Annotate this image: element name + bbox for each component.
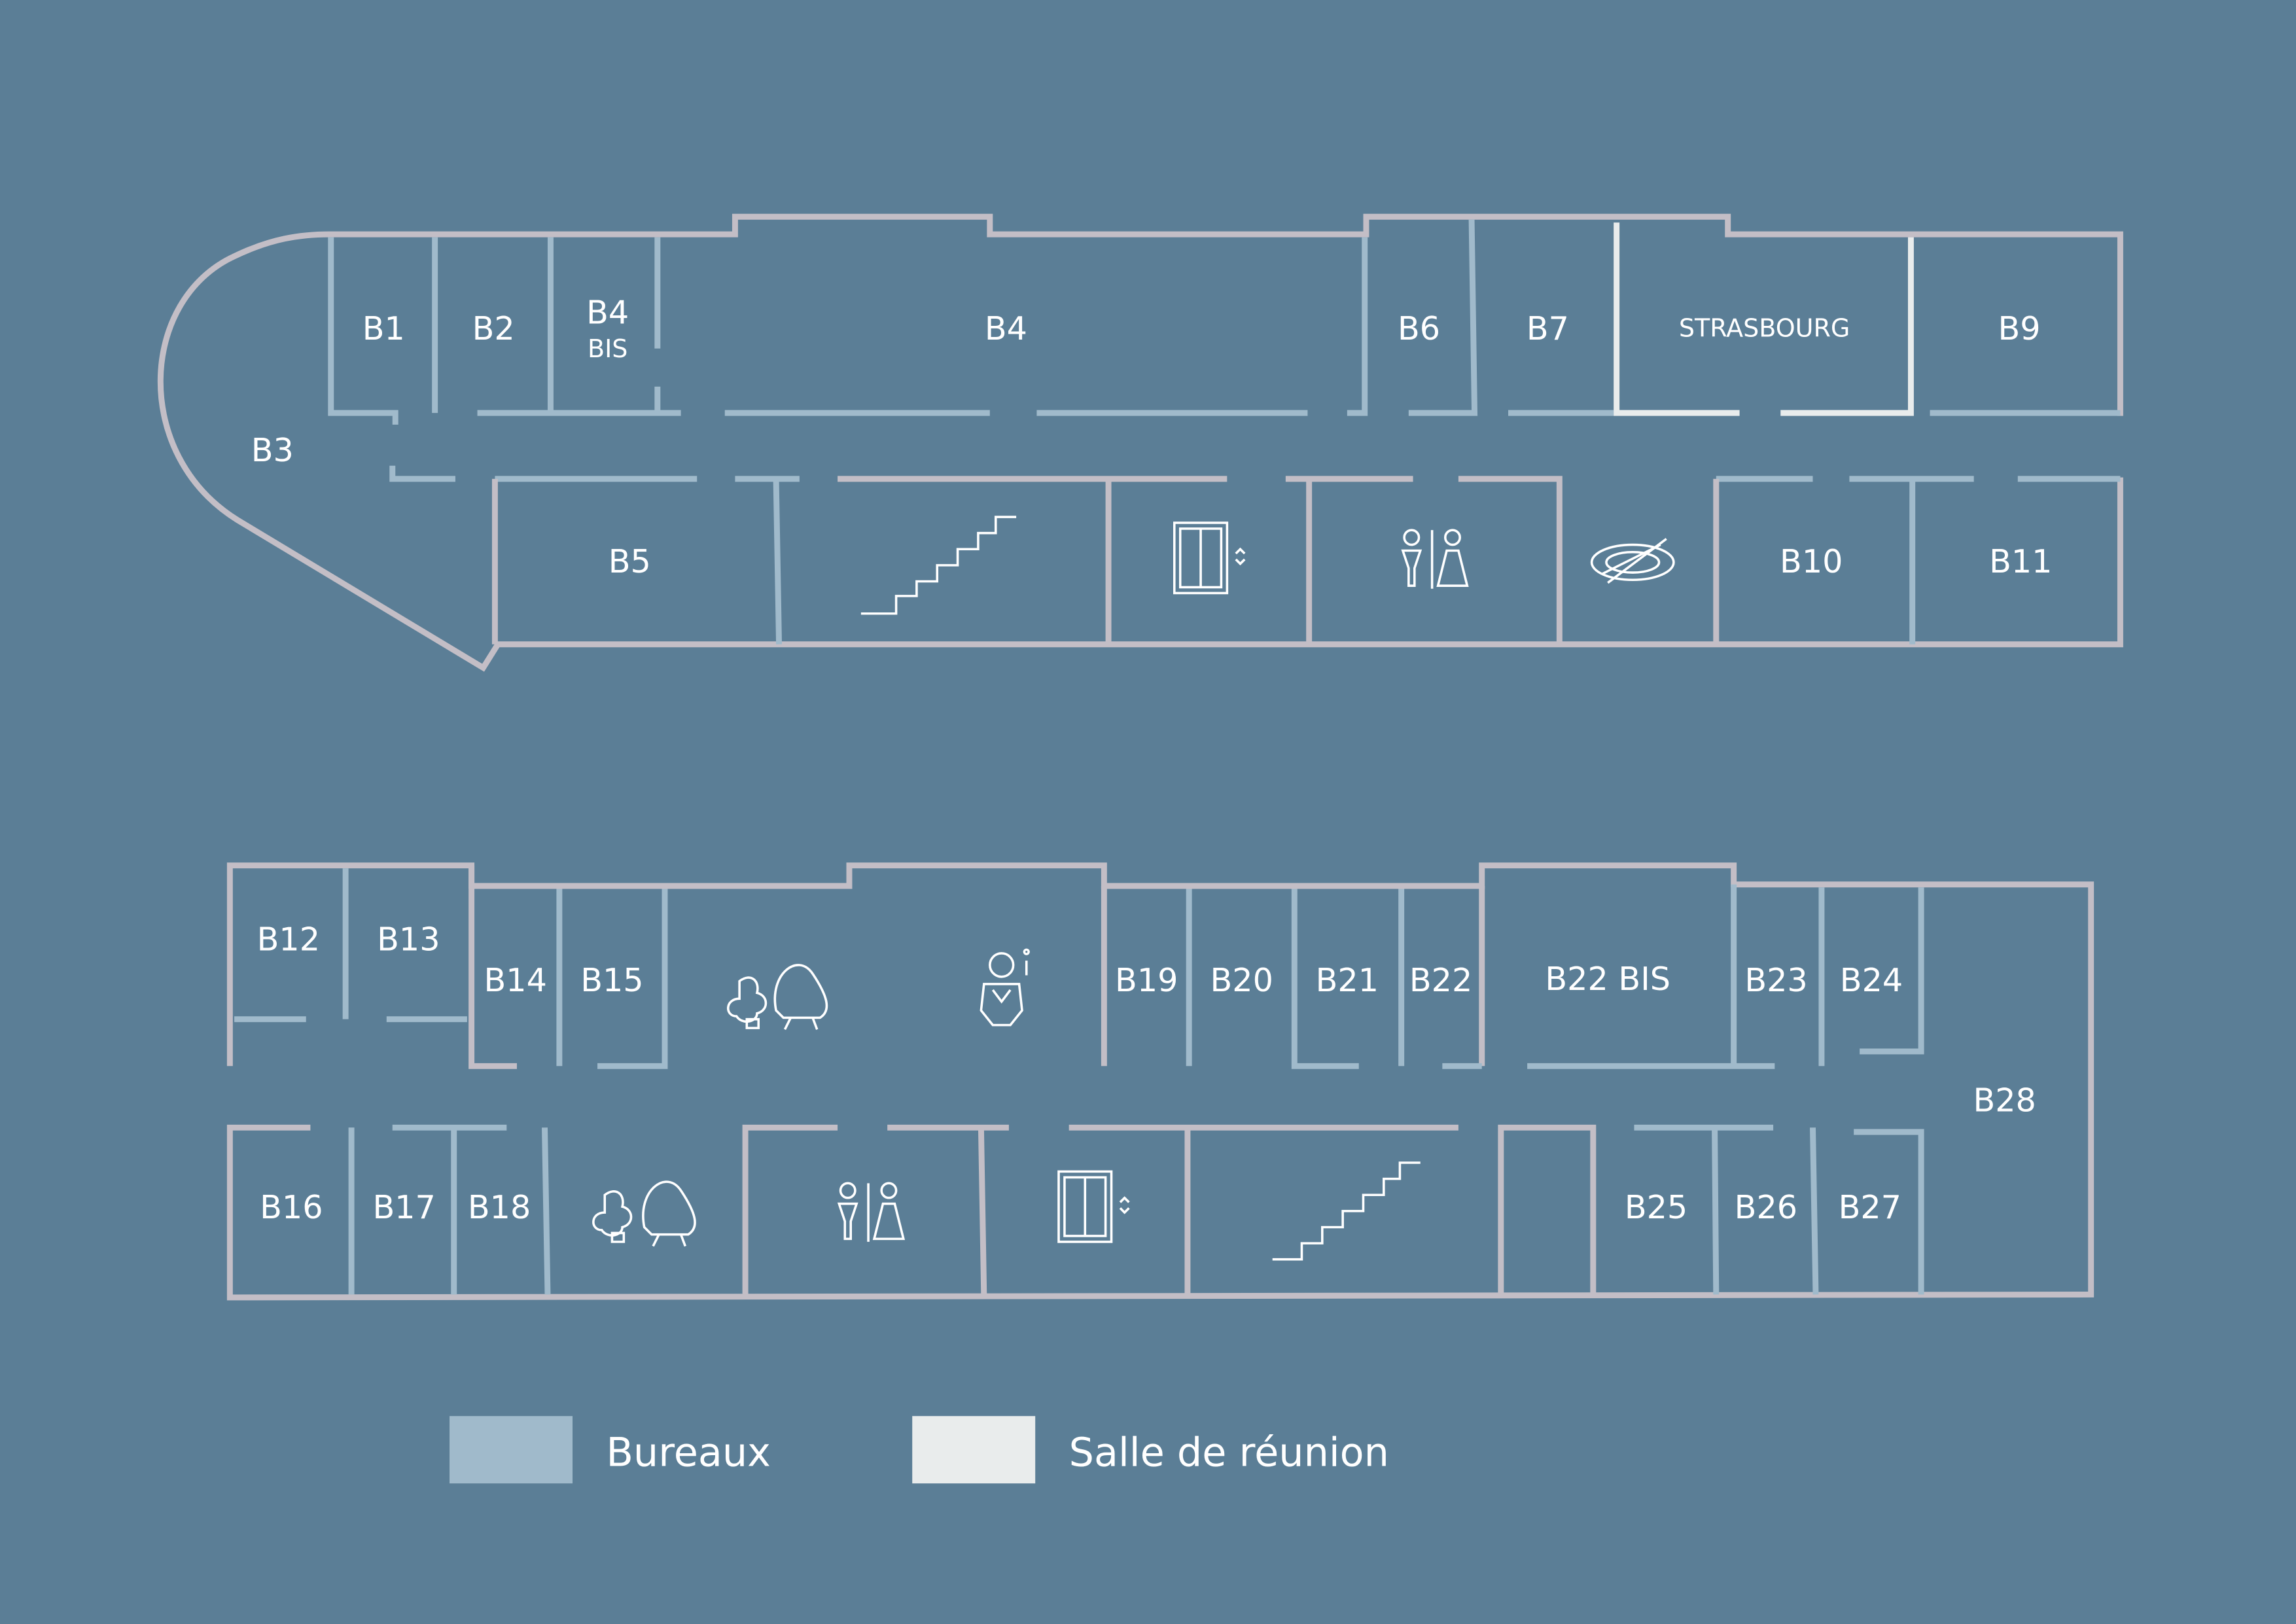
room-b4-bis: BIS (588, 334, 627, 363)
room-b19: B19 (1115, 961, 1178, 999)
stairs-icon (1272, 1161, 1421, 1261)
room-b4-large: B4 (985, 309, 1027, 347)
room-strasbourg: STRASBOURG (1679, 314, 1850, 343)
room-b25: B25 (1625, 1188, 1687, 1226)
meeting-room-walls (1614, 222, 1914, 416)
room-b13: B13 (377, 920, 440, 958)
room-b23: B23 (1744, 961, 1807, 999)
legend-swatch-bureaux (450, 1416, 573, 1484)
restroom-icon (837, 1182, 906, 1242)
room-b10: B10 (1780, 542, 1843, 580)
top-outer-wall (157, 213, 2123, 672)
room-b4: B4 (586, 294, 629, 332)
room-b26: B26 (1735, 1188, 1797, 1226)
room-b3: B3 (251, 431, 294, 469)
room-b12: B12 (257, 920, 320, 958)
room-b24: B24 (1840, 961, 1903, 999)
room-b14: B14 (484, 961, 547, 999)
room-b16: B16 (260, 1188, 323, 1226)
room-b18: B18 (468, 1188, 531, 1226)
restroom-icon (1401, 529, 1469, 589)
legend-label-bureaux: Bureaux (606, 1430, 770, 1475)
room-b22: B22 (1409, 961, 1472, 999)
reception-icon (980, 948, 1030, 1027)
room-b20: B20 (1210, 961, 1273, 999)
bottom-core-walls (468, 865, 1597, 1297)
room-b7: B7 (1527, 309, 1569, 347)
room-b2: B2 (472, 309, 515, 347)
room-b28: B28 (1973, 1082, 2036, 1120)
legend-swatch-salle-de-reunion (912, 1416, 1036, 1484)
stairs-icon (860, 516, 1017, 615)
bottom-office-walls (234, 868, 1924, 1295)
room-b22-bis: B22 BIS (1545, 960, 1670, 998)
room-b27: B27 (1839, 1188, 1901, 1226)
elevator-icon (1057, 1170, 1130, 1243)
core-walls (491, 476, 1720, 644)
top-building: B1 B2 B4 BIS B4 B6 B7 STRASBOURG B9 B3 B… (157, 213, 2123, 672)
room-b5: B5 (609, 542, 651, 580)
room-b17: B17 (372, 1188, 435, 1226)
bottom-building: B12 B13 B14 B15 B19 B20 B21 B22 B22 BIS … (226, 862, 2094, 1301)
elevator-icon (1173, 521, 1246, 595)
room-b9: B9 (1998, 309, 2040, 347)
office-walls (328, 219, 2121, 644)
legend: Bureaux Salle de réunion (450, 1416, 1389, 1484)
room-b6: B6 (1398, 309, 1440, 347)
room-b15: B15 (580, 961, 643, 999)
room-b1: B1 (362, 309, 405, 347)
room-b11: B11 (1989, 542, 2052, 580)
restaurant-icon (1590, 538, 1675, 584)
room-b21: B21 (1316, 961, 1379, 999)
lounge-icon (592, 1180, 696, 1247)
lounge-icon (727, 964, 828, 1031)
legend-label-salle-de-reunion: Salle de réunion (1069, 1430, 1389, 1475)
